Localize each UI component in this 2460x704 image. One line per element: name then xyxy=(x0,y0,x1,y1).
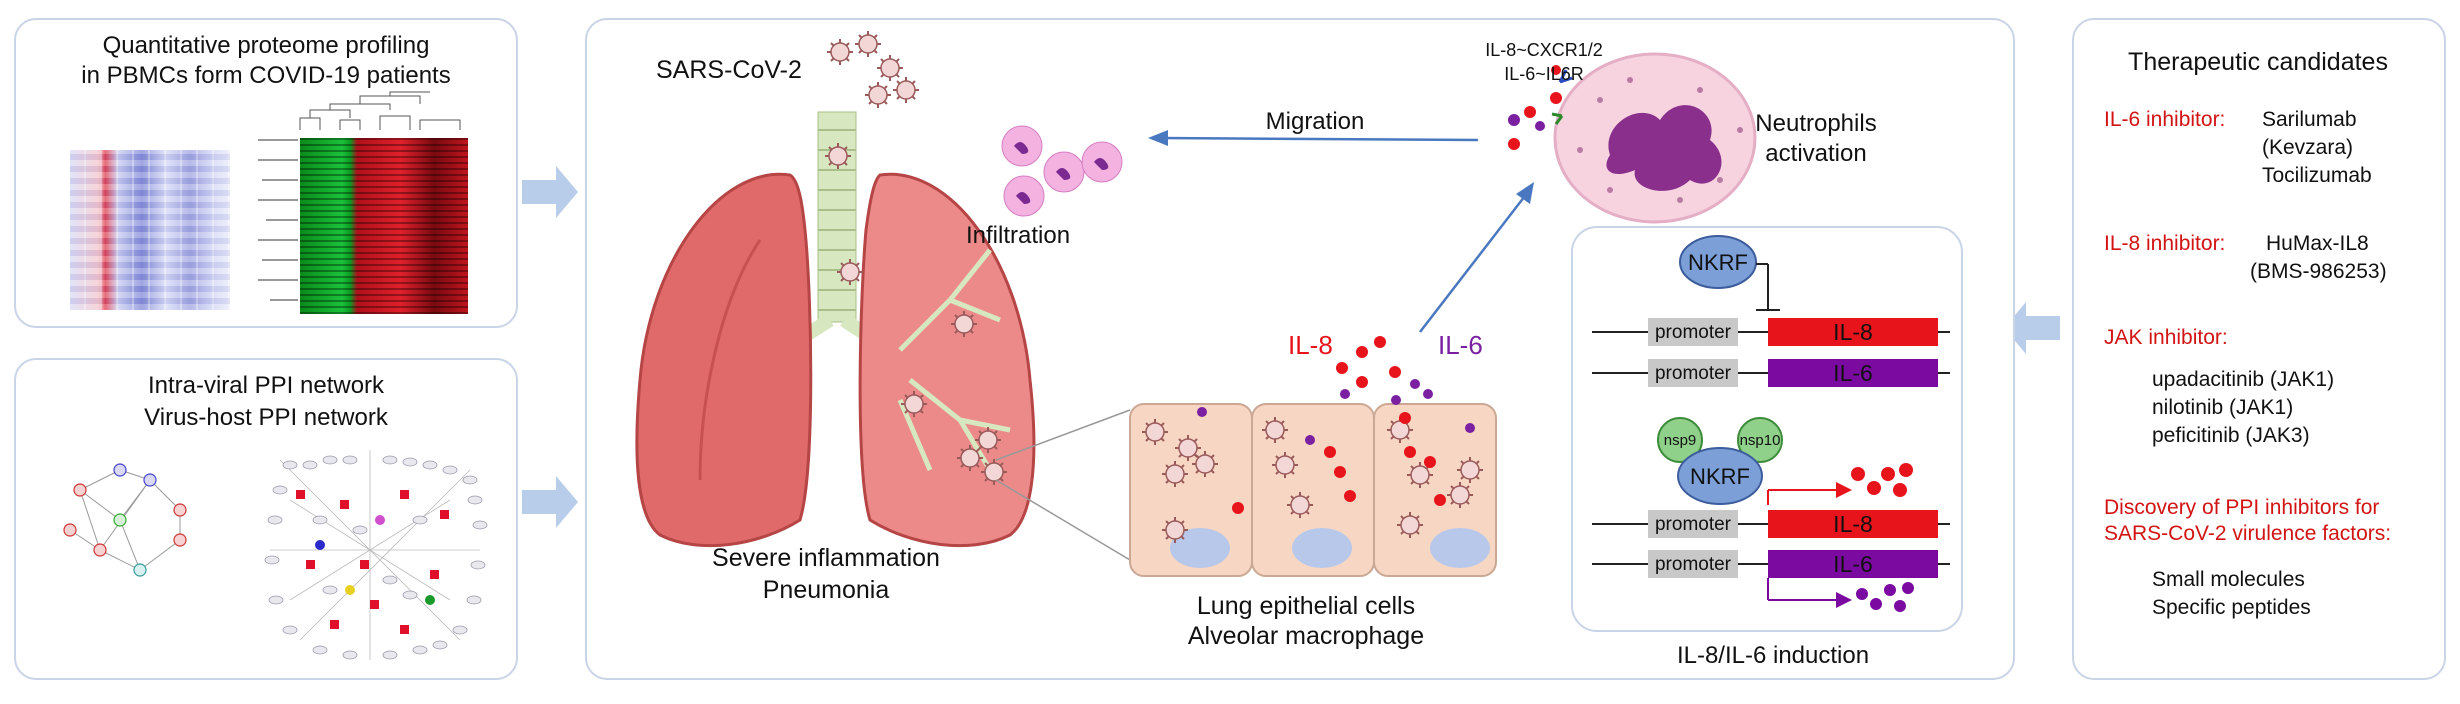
il8-drug-2: (BMS-986253) xyxy=(2250,260,2387,283)
promoter-label-4: promoter xyxy=(1654,554,1732,575)
proteome-title-line2: in PBMCs form COVID-19 patients xyxy=(81,62,451,89)
neutrophil-label-line2: activation xyxy=(1765,140,1867,167)
receptor-label-line1: IL-8~CXCR1/2 xyxy=(1485,40,1603,60)
receptor-label-line2: IL-6~IL6R xyxy=(1504,64,1584,84)
jak-drug-1: upadacitinib (JAK1) xyxy=(2152,368,2335,391)
il8-gene-label-1: IL-8 xyxy=(1833,319,1873,345)
promoter-label-1: promoter xyxy=(1654,322,1732,343)
induction-caption: IL-8/IL-6 induction xyxy=(1676,642,1870,669)
migration-label: Migration xyxy=(1265,108,1365,135)
il8-inhibitor-label: IL-8 inhibitor: xyxy=(2104,232,2226,255)
ppi-title-line2: Virus-host PPI network xyxy=(144,404,388,431)
induction-panel xyxy=(1571,226,1963,632)
proteome-heatmap-small xyxy=(70,150,230,310)
proteome-heatmap-large xyxy=(300,138,468,314)
il6-drug-1: Sarilumab xyxy=(2262,108,2357,131)
jak-drug-3: peficitinib (JAK3) xyxy=(2152,424,2310,447)
nsp10-label: nsp10 xyxy=(1739,432,1781,449)
therapeutics-title: Therapeutic candidates xyxy=(2128,48,2388,76)
il8-drug-1: HuMax-IL8 xyxy=(2266,232,2369,255)
nsp9-label: nsp9 xyxy=(1663,432,1697,449)
lung-label-line2: Pneumonia xyxy=(762,576,890,604)
ppi-inhibitor-label-line2: SARS-CoV-2 virulence factors: xyxy=(2104,522,2392,545)
il6-inhibitor-label: IL-6 inhibitor: xyxy=(2104,108,2226,131)
lung-label-line1: Severe inflammation xyxy=(712,544,940,572)
ppi-item-1: Small molecules xyxy=(2152,568,2305,591)
cells-label-line2: Alveolar macrophage xyxy=(1187,622,1425,650)
neutrophil-label-line1: Neutrophils xyxy=(1755,110,1877,137)
il6-gene-label-1: IL-6 xyxy=(1833,360,1873,386)
ppi-title-line1: Intra-viral PPI network xyxy=(147,372,385,399)
jak-inhibitor-label: JAK inhibitor: xyxy=(2104,326,2228,349)
cells-label-line1: Lung epithelial cells xyxy=(1196,592,1416,620)
il8-gene-label-2: IL-8 xyxy=(1833,511,1873,537)
jak-drug-2: nilotinib (JAK1) xyxy=(2152,396,2294,419)
promoter-label-2: promoter xyxy=(1654,363,1732,384)
nkrf-top-label: NKRF xyxy=(1688,250,1748,275)
nkrf-bottom-label: NKRF xyxy=(1690,464,1750,489)
promoter-label-3: promoter xyxy=(1654,514,1732,535)
ppi-item-2: Specific peptides xyxy=(2152,596,2311,619)
il6-label: IL-6 xyxy=(1438,330,1483,360)
il6-drug-2: (Kevzara) xyxy=(2262,136,2354,159)
il6-drug-3: Tocilizumab xyxy=(2262,164,2372,187)
il6-gene-label-2: IL-6 xyxy=(1833,551,1873,577)
ppi-inhibitor-label-line1: Discovery of PPI inhibitors for xyxy=(2104,496,2380,519)
infiltration-label: Infiltration xyxy=(966,222,1071,249)
therapeutics-panel xyxy=(2072,18,2446,680)
proteome-heatmap-small-overlay xyxy=(70,150,230,310)
proteome-title-line1: Quantitative proteome profiling xyxy=(102,32,430,59)
il8-label: IL-8 xyxy=(1288,330,1333,360)
virus-label: SARS-CoV-2 xyxy=(656,56,802,84)
